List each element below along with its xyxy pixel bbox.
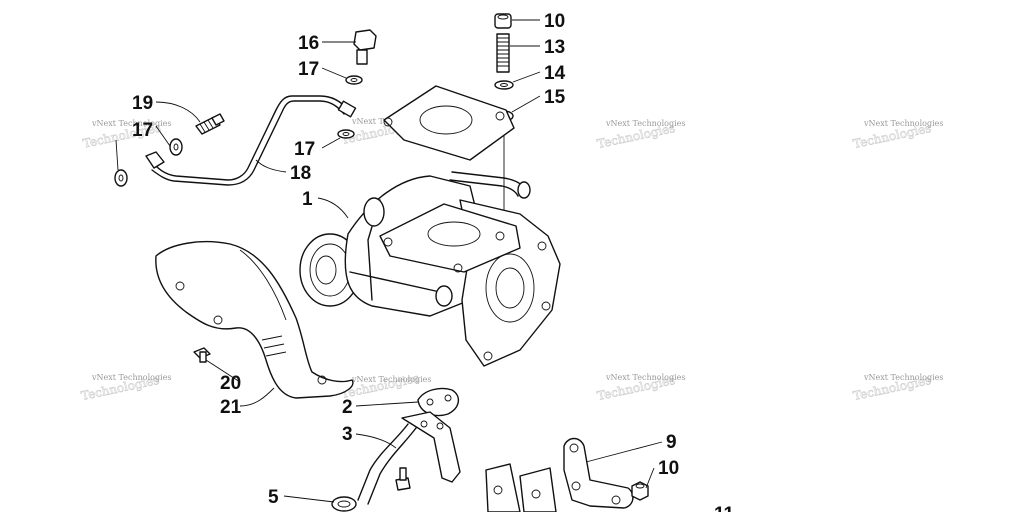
watermark-text: vNext Technologies: [863, 119, 943, 128]
callout-17-upper: 17: [298, 59, 319, 80]
callout-1: 1: [302, 189, 313, 210]
callout-20: 20: [220, 373, 241, 394]
watermark: Technologies vNext Technologies: [596, 373, 686, 404]
part-2-gasket: [417, 387, 459, 417]
watermark: Technologies vNext Technologies: [81, 119, 171, 151]
watermark-text: vNext Technologies: [605, 373, 685, 382]
callout-17-lower: 17: [294, 139, 315, 160]
callout-labels: 10 13 14 15 16 17 17 17 19 18 1 20 21 2 …: [132, 11, 735, 512]
watermark: Technologies vNext Technologies: [852, 373, 944, 404]
callout-10-top: 10: [544, 11, 565, 32]
watermark: Technologies vNext Technologies: [80, 373, 172, 404]
watermark-text: vNext Technologies: [91, 119, 171, 128]
callout-3: 3: [342, 424, 353, 445]
part-17-washer-d: [114, 169, 128, 187]
callout-13: 13: [544, 37, 565, 58]
watermark-text: vNext Technologies: [91, 373, 171, 382]
part-10-nut-top: [494, 13, 512, 29]
watermark: Technologies vNext Technologies: [596, 119, 686, 151]
part-18-oil-feed-line: [145, 95, 357, 186]
watermark-text: vNext Technologies: [863, 373, 943, 382]
part-5-clamp: [331, 496, 357, 512]
watermark: Technologies vNext Technologies: [340, 371, 432, 402]
watermark-text: vNext Technologies: [351, 375, 431, 384]
part-20-bolt: [193, 347, 211, 363]
callout-11: 11: [714, 504, 735, 512]
part-3-oil-drain-pipe: [357, 411, 461, 505]
part-13-stud: [496, 33, 510, 73]
part-17-washer-a: [345, 75, 363, 85]
callout-16: 16: [298, 33, 319, 54]
callout-15: 15: [544, 87, 566, 108]
callout-14: 14: [544, 63, 566, 84]
part-16-banjo-bolt: [353, 29, 377, 65]
part-1-turbocharger: [299, 171, 561, 367]
callout-21: 21: [220, 397, 242, 418]
watermark: Technologies vNext Technologies: [852, 119, 944, 151]
callout-10-bottom: 10: [658, 458, 679, 479]
callout-2: 2: [342, 397, 353, 418]
callout-5: 5: [268, 487, 279, 508]
lower-bracket: [485, 463, 557, 512]
callout-9: 9: [666, 432, 677, 453]
part-9-bracket: [563, 437, 634, 509]
callout-18: 18: [290, 163, 311, 184]
part-14-washer: [494, 80, 514, 90]
callout-19: 19: [132, 93, 153, 114]
leader-lines: [115, 19, 663, 503]
drain-bolt: [395, 467, 411, 491]
part-17-washer-c: [169, 138, 183, 156]
watermark-text: vNext Technologies: [605, 119, 685, 128]
part-17-washer-b: [337, 129, 355, 139]
part-10-nut-bottom: [631, 481, 649, 501]
turbo-inlet-gasket: [383, 85, 515, 161]
part-19-banjo-bolt: [195, 113, 225, 135]
callout-17-left: 17: [132, 120, 153, 141]
part-21-heat-shield: [155, 241, 354, 399]
